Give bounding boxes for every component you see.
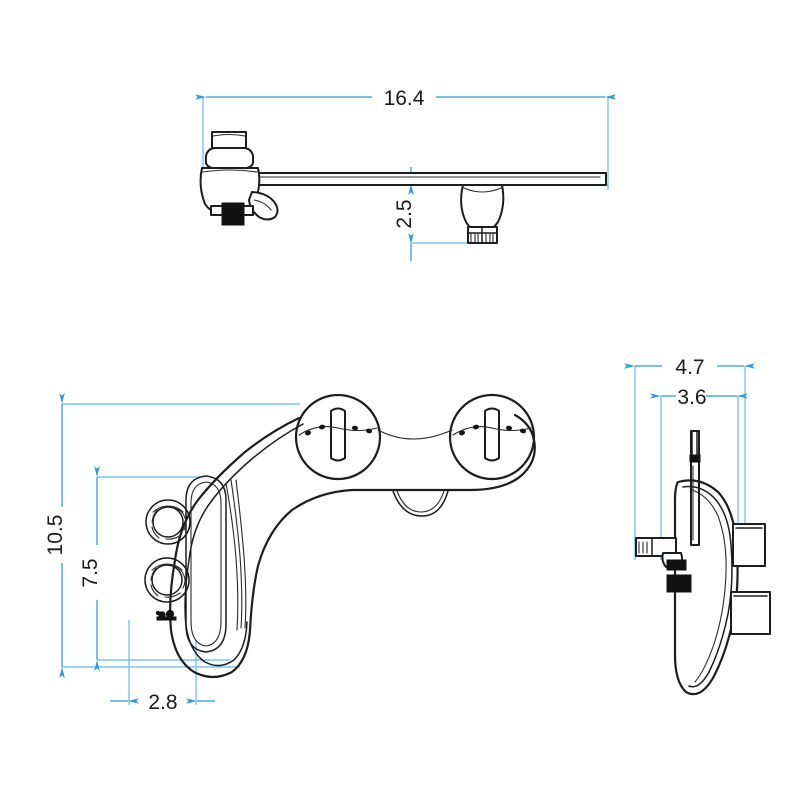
dimension-value-16-4: 16.4 — [384, 87, 425, 110]
dimension-overall-height: 10.5 — [44, 393, 300, 678]
front-view-group: 10.5 7.5 2.8 — [44, 393, 536, 714]
dimension-value-2-8: 2.8 — [148, 691, 177, 714]
front-view-logo-mark — [155, 609, 177, 621]
top-view-group: 16.4 2.5 — [195, 87, 616, 261]
front-view-knob-upper[interactable] — [145, 499, 191, 545]
front-view-knob-lower[interactable] — [144, 557, 190, 603]
side-view-group: 4.7 3.6 — [624, 356, 771, 696]
front-view-ridge — [377, 429, 453, 440]
dimension-panel-height: 7.5 — [79, 466, 230, 671]
side-view-mount-block — [666, 574, 692, 593]
front-view-nozzle-right — [448, 393, 536, 481]
top-view-inlet-valve — [199, 131, 279, 226]
side-view-body — [673, 479, 739, 696]
dimension-panel-width: 2.8 — [110, 620, 215, 714]
dimension-value-2-5: 2.5 — [393, 199, 416, 228]
dimension-value-10-5: 10.5 — [44, 515, 67, 556]
dimension-side-body-depth: 3.6 — [650, 386, 748, 560]
side-view-tabs — [730, 523, 771, 635]
front-view-centre-boss — [392, 490, 449, 517]
top-view-nozzle-housing — [460, 184, 505, 244]
front-view-nozzle-left — [294, 393, 382, 481]
dimension-value-3-6: 3.6 — [677, 386, 706, 409]
side-view-nozzle-stem — [689, 430, 701, 546]
front-view-control-panel — [185, 475, 227, 653]
top-view-plate — [202, 172, 607, 186]
dimension-value-4-7: 4.7 — [675, 356, 704, 379]
side-view-inlet-fitting — [635, 537, 687, 571]
dimension-overall-length: 16.4 — [195, 87, 616, 190]
dimension-value-7-5: 7.5 — [79, 558, 102, 587]
